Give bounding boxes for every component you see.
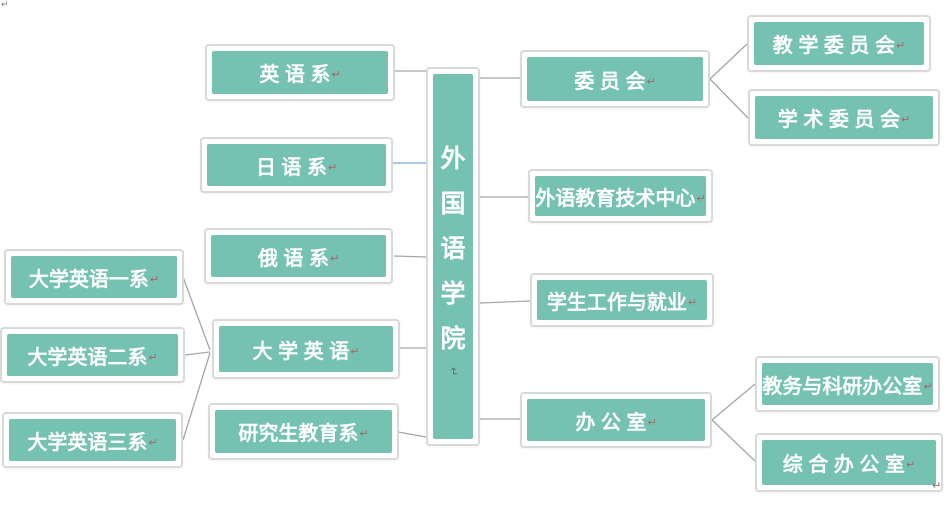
root-char: 学 bbox=[440, 279, 466, 308]
node-label: 研究生教育系 bbox=[238, 423, 359, 445]
connector-office-to-general-office[interactable] bbox=[711, 419, 756, 462]
paragraph-mark-icon: ↵ bbox=[901, 114, 911, 126]
connector-college-english-3[interactable] bbox=[182, 352, 211, 441]
node-office[interactable]: 办 公 室↵ bbox=[520, 392, 712, 448]
node-fill: 教 学 委 员 会↵ bbox=[754, 22, 924, 65]
paragraph-mark-icon: ↵ bbox=[327, 161, 338, 174]
connector-russian-to-root[interactable] bbox=[393, 255, 427, 258]
node-fill: 办 公 室↵ bbox=[527, 399, 705, 441]
root-char: 院 bbox=[440, 324, 466, 353]
connector-committee-to-academic-committee[interactable] bbox=[709, 78, 749, 119]
node-label: 大学英语三系 bbox=[27, 431, 148, 454]
node-fill: 外 国 语 学 院 ↵ bbox=[433, 74, 473, 439]
node-committee[interactable]: 委 员 会↵ bbox=[520, 50, 710, 108]
connector-college-english-1[interactable] bbox=[182, 276, 211, 351]
node-fill: 大 学 英 语↵ bbox=[219, 326, 393, 372]
paragraph-mark-icon: ↵ bbox=[896, 40, 906, 52]
paragraph-mark-icon: ↵ bbox=[646, 75, 656, 88]
node-label: 教 学 委 员 会 bbox=[772, 35, 895, 57]
node-fill: 英 语 系↵ bbox=[212, 51, 388, 94]
node-fill: 综 合 办 公 室↵ bbox=[762, 440, 936, 485]
node-college-english[interactable]: 大 学 英 语↵ bbox=[212, 319, 400, 379]
node-fill: 委 员 会↵ bbox=[527, 57, 703, 101]
paragraph-mark-icon: ↵ bbox=[359, 428, 369, 440]
node-label: 综 合 办 公 室 bbox=[782, 454, 905, 476]
paragraph-mark-icon: ↵ bbox=[647, 416, 657, 429]
connector-office-to-teaching-research-office[interactable] bbox=[711, 383, 756, 421]
node-label: 学生工作与就业 bbox=[546, 291, 687, 314]
connector-graduate-to-root[interactable] bbox=[397, 431, 427, 438]
page-anchor-icon: ↵ bbox=[1, 0, 9, 9]
paragraph-mark-icon: ↵ bbox=[687, 296, 698, 309]
paragraph-mark-icon: ↵ bbox=[148, 351, 158, 364]
node-fl-education-tech-center[interactable]: 外语教育技术中心↵ bbox=[528, 169, 713, 223]
paragraph-mark-icon: ↵ bbox=[932, 480, 942, 492]
node-label: 英 语 系 bbox=[259, 64, 331, 86]
paragraph-mark-icon: ↵ bbox=[447, 366, 460, 376]
connector-root-to-student-affairs[interactable] bbox=[479, 300, 531, 304]
paragraph-mark-icon: ↵ bbox=[148, 436, 158, 449]
paragraph-mark-icon: ↵ bbox=[331, 69, 341, 81]
node-label: 委 员 会 bbox=[574, 70, 646, 93]
node-academic-committee[interactable]: 学 术 委 员 会↵ bbox=[748, 89, 940, 146]
node-fill: 俄 语 系↵ bbox=[211, 235, 386, 277]
node-fill: 大学英语二系↵ bbox=[7, 334, 178, 376]
node-label: 日 语 系 bbox=[255, 156, 327, 179]
node-label: 外语教育技术中心 bbox=[535, 187, 696, 210]
connector-committee-to-teaching-committee[interactable] bbox=[709, 43, 748, 80]
node-teaching-committee[interactable]: 教 学 委 员 会↵ bbox=[747, 15, 931, 72]
node-fill: 日 语 系↵ bbox=[207, 144, 386, 186]
node-foreign-languages-college[interactable]: 外 国 语 学 院 ↵ bbox=[426, 67, 480, 446]
node-college-english-dept-1[interactable]: 大学英语一系↵ bbox=[4, 249, 184, 305]
node-fill: 大学英语一系↵ bbox=[11, 256, 177, 298]
paragraph-mark-icon: ↵ bbox=[696, 192, 706, 205]
node-label: 大学英语一系 bbox=[28, 268, 149, 291]
connector-college-english-2[interactable] bbox=[184, 351, 211, 356]
paragraph-mark-icon: ↵ bbox=[906, 459, 916, 471]
node-label: 教务与科研办公室 bbox=[762, 375, 923, 398]
node-label: 大学英语二系 bbox=[27, 346, 148, 369]
node-fill: 学生工作与就业↵ bbox=[537, 280, 707, 320]
node-label: 大 学 英 语 bbox=[252, 340, 350, 363]
node-general-office[interactable]: 综 合 办 公 室↵ bbox=[755, 433, 943, 492]
node-fill: 教务与科研办公室↵ bbox=[762, 363, 933, 405]
node-fill: 学 术 委 员 会↵ bbox=[755, 96, 933, 139]
paragraph-mark-icon: ↵ bbox=[149, 273, 160, 286]
node-teaching-research-office[interactable]: 教务与科研办公室↵ bbox=[755, 356, 940, 412]
paragraph-mark-icon: ↵ bbox=[329, 252, 340, 265]
node-student-affairs-employment[interactable]: 学生工作与就业↵ bbox=[530, 273, 714, 327]
node-label: 学 术 委 员 会 bbox=[777, 109, 900, 131]
node-label: 俄 语 系 bbox=[257, 247, 329, 270]
root-char: 外 bbox=[440, 144, 466, 173]
node-graduate-education-dept[interactable]: 研究生教育系↵ bbox=[208, 403, 399, 460]
root-char: 语 bbox=[440, 234, 466, 263]
paragraph-mark-icon: ↵ bbox=[923, 380, 933, 393]
node-english-dept[interactable]: 英 语 系↵ bbox=[205, 44, 395, 101]
node-japanese-dept[interactable]: 日 语 系↵ bbox=[200, 137, 393, 193]
node-college-english-dept-2[interactable]: 大学英语二系↵ bbox=[0, 327, 185, 383]
node-label: 办 公 室 bbox=[575, 411, 647, 434]
node-fill: 外语教育技术中心↵ bbox=[535, 176, 706, 216]
node-college-english-dept-3[interactable]: 大学英语三系↵ bbox=[2, 412, 183, 468]
root-char: 国 bbox=[440, 189, 466, 218]
node-russian-dept[interactable]: 俄 语 系↵ bbox=[204, 228, 393, 284]
node-fill: 大学英语三系↵ bbox=[9, 419, 176, 461]
node-fill: 研究生教育系↵ bbox=[215, 410, 392, 453]
paragraph-mark-icon: ↵ bbox=[350, 345, 360, 358]
